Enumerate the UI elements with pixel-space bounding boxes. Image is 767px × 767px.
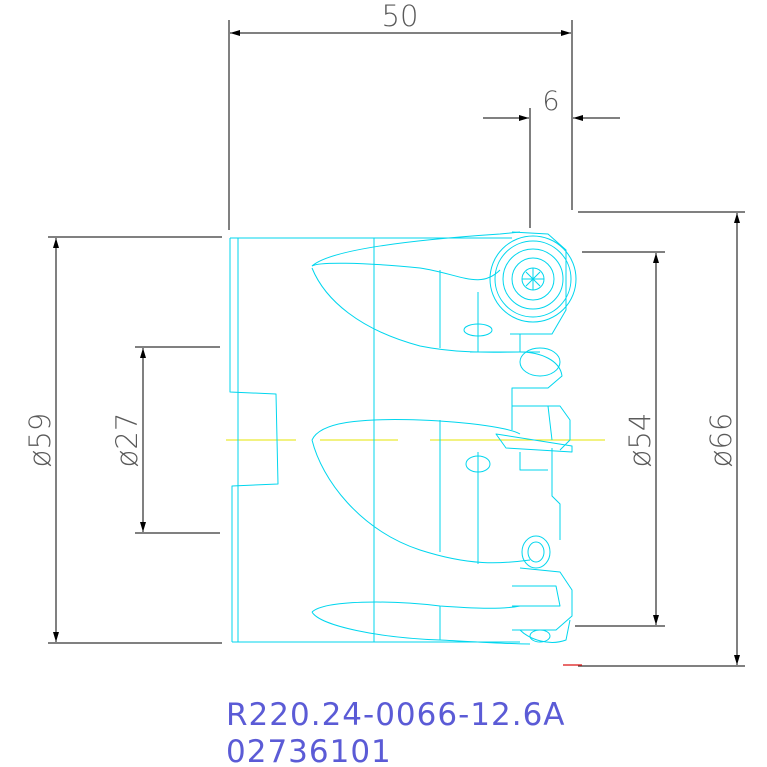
coolant-hole-top [463,323,493,337]
part-number-caption: R220.24-0066-12.6A [226,697,566,733]
flute-top-lower [311,267,521,353]
dim-label-27: ø27 [110,413,144,468]
dim-label-66: ø66 [704,413,738,468]
dim-label-59: ø59 [23,413,57,468]
coolant-hole-mid [465,455,491,473]
flute-mid-upper [311,419,521,441]
insert-top-body [510,231,567,335]
clamp-lower [521,535,551,569]
screw-head [511,257,555,301]
dim-label-6: 6 [542,86,559,117]
article-number-caption: 02736101 [226,734,392,767]
dim-label-54: ø54 [623,413,657,468]
dim-label-50: 50 [382,0,419,33]
body-left-profile [229,238,279,642]
insert-mid-edge [495,433,573,453]
flute-bottom-upper [311,601,521,613]
part-outline [229,231,577,645]
screw-outer-ring [489,235,577,323]
flute-bottom-lower [311,611,531,645]
clamp-mid-upper [519,347,561,377]
flute-mid-lower [311,439,531,564]
dimension-lines [48,20,745,667]
flute-top-upper [311,231,521,267]
flute-top-inner [311,262,501,281]
